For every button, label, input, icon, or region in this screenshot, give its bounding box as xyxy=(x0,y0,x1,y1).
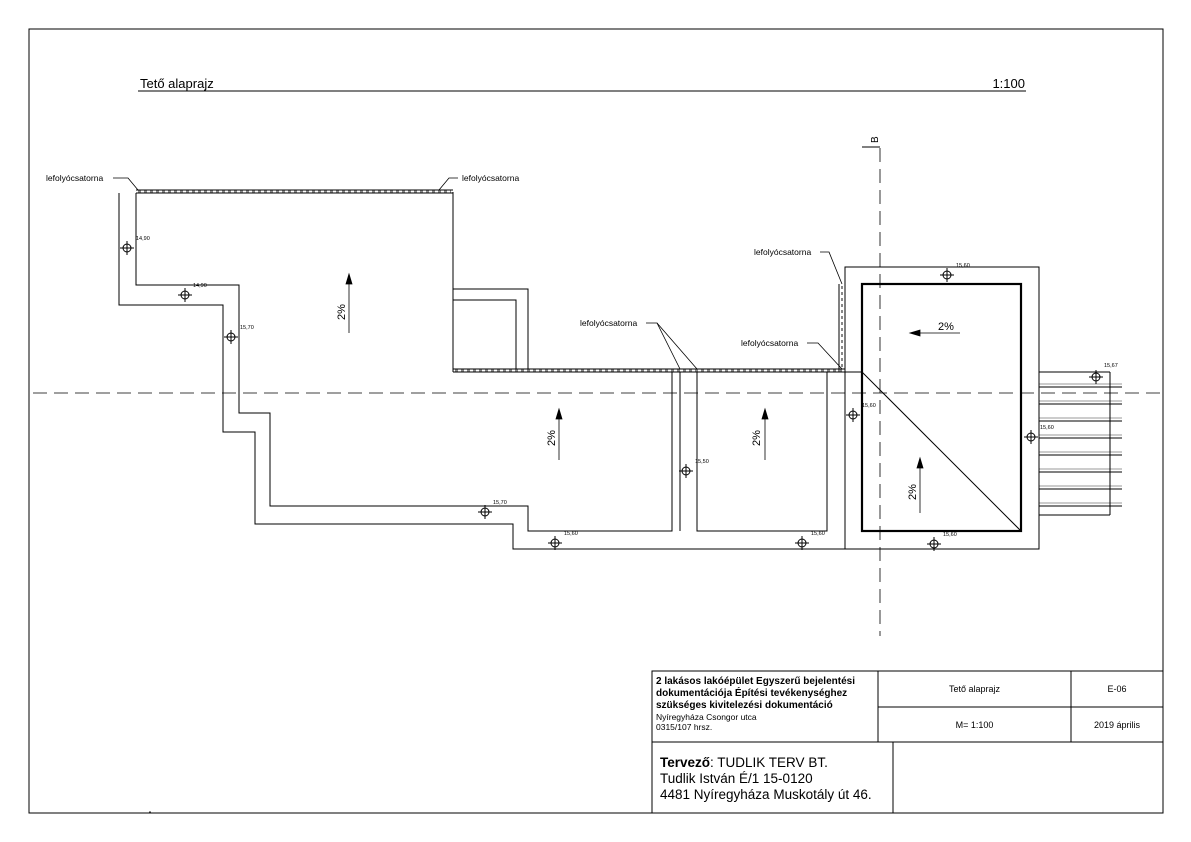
level-markers: 14,90 14,90 15,70 15,70 15,60 15,60 15,5… xyxy=(120,236,1118,551)
designer-person: Tudlik István É/1 15-0120 xyxy=(660,771,813,786)
level-marker: 15,60 xyxy=(927,532,957,551)
project-parcel: 0315/107 hrsz. xyxy=(656,722,713,732)
gutter-leader-5 xyxy=(807,342,843,370)
level-marker: 15,70 xyxy=(478,500,507,519)
date: 2019 április xyxy=(1093,719,1141,730)
level-value: 15,60 xyxy=(956,263,970,269)
level-value: 15,70 xyxy=(493,500,507,506)
gutter-leader-3 xyxy=(820,251,843,285)
slope-label-4: 2% xyxy=(907,484,919,500)
level-marker: 15,70 xyxy=(224,325,254,344)
level-value: 14,90 xyxy=(136,236,150,242)
level-value: 14,90 xyxy=(193,283,207,289)
project-description: 2 lakásos lakóépület Egyszerű bejelentés… xyxy=(656,676,878,742)
gutter-leader-4b xyxy=(656,322,698,370)
project-title-line2: dokumentációja Építési tevékenységhez xyxy=(656,688,848,699)
project-location: Nyíregyháza Csongor utca xyxy=(656,712,757,722)
project-title-line1: 2 lakásos lakóépület Egyszerű bejelentés… xyxy=(656,676,855,687)
slope-label-3: 2% xyxy=(751,430,763,446)
slope-label-1: 2% xyxy=(336,304,348,320)
level-marker: 15,50 xyxy=(679,459,709,478)
sheet-frame xyxy=(28,28,1164,814)
scale-text: M= 1:100 xyxy=(955,719,994,730)
stair-treads xyxy=(1039,383,1122,507)
level-marker: 15,60 xyxy=(1024,425,1054,444)
gutter-leader-2 xyxy=(438,177,458,191)
gutter-label-2: lefolyócsatorna xyxy=(462,173,519,183)
drawing-scale: 1:100 xyxy=(992,76,1025,91)
designer-info: Tervező: TUDLIK TERV BT. Tudlik István É… xyxy=(660,755,894,811)
drawing-title: Tető alaprajz xyxy=(140,76,214,91)
designer-label: Tervező xyxy=(660,755,711,770)
level-value: 15,60 xyxy=(811,531,825,537)
designer-company: : TUDLIK TERV BT. xyxy=(710,755,828,770)
gutter-label-5: lefolyócsatorna xyxy=(741,338,798,348)
section-mark-label: B xyxy=(870,136,881,143)
slope-label-5: 2% xyxy=(938,321,954,333)
stray-dot xyxy=(149,811,151,813)
level-value: 15,60 xyxy=(1040,425,1054,431)
project-title-line3: szükséges kivitelezési dokumentáció xyxy=(656,700,833,711)
level-marker: 14,90 xyxy=(120,236,150,255)
gutter-labels: lefolyócsatorna lefolyócsatorna lefolyóc… xyxy=(46,173,843,370)
level-marker: 14,90 xyxy=(178,283,207,302)
level-value: 15,60 xyxy=(862,403,876,409)
gutter-label-4: lefolyócsatorna xyxy=(580,318,637,328)
sheet-number: E-06 xyxy=(1107,684,1127,694)
roof-outline xyxy=(118,189,1111,550)
level-value: 15,67 xyxy=(1104,363,1118,369)
gutter-hatching xyxy=(138,190,843,372)
designer-address: 4481 Nyíregyháza Muskotály út 46. xyxy=(660,787,872,802)
level-marker: 15,60 xyxy=(795,531,825,550)
level-value: 15,50 xyxy=(695,459,709,465)
slope-label-2: 2% xyxy=(546,430,558,446)
level-value: 15,60 xyxy=(564,531,578,537)
gutter-leader-1 xyxy=(113,177,139,191)
level-value: 15,70 xyxy=(240,325,254,331)
level-value: 15,60 xyxy=(943,532,957,538)
level-marker: 15,60 xyxy=(940,263,970,282)
slope-arrows: 2% 2% 2% 2% 2% xyxy=(336,272,960,513)
title-block: 2 lakásos lakóépület Egyszerű bejelentés… xyxy=(652,671,1163,813)
level-marker: 15,67 xyxy=(1089,363,1118,384)
gutter-label-3: lefolyócsatorna xyxy=(754,247,811,257)
title-block-grid xyxy=(651,670,1164,814)
level-marker: 15,60 xyxy=(846,403,876,422)
gutter-label-1: lefolyócsatorna xyxy=(46,173,103,183)
level-marker: 15,60 xyxy=(548,531,578,550)
sheet-name: Tető alaprajz xyxy=(948,684,1001,694)
